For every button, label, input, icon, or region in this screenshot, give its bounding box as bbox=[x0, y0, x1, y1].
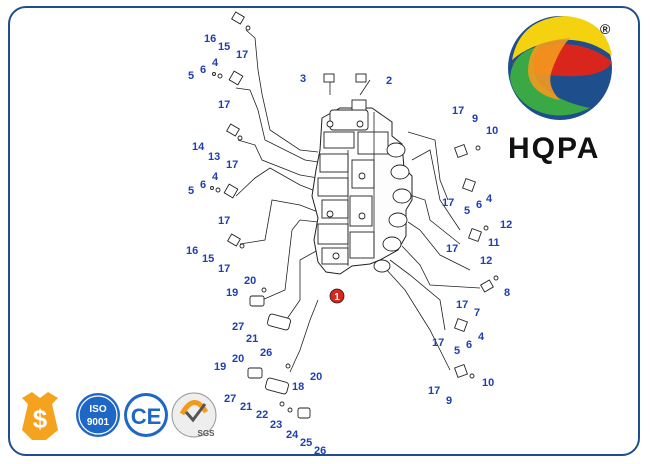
ce-badge: CE bbox=[124, 393, 168, 437]
leader-lines bbox=[235, 29, 481, 373]
callout-label: 9 bbox=[446, 395, 452, 407]
iso-bottom-text: 9001 bbox=[87, 417, 110, 428]
callout-label: 6 bbox=[200, 179, 206, 191]
callout-label: 22 bbox=[256, 409, 268, 421]
callout-label: 17 bbox=[452, 105, 464, 117]
page-border bbox=[8, 6, 640, 456]
callout-label: 4 bbox=[478, 331, 485, 343]
callout-label: 13 bbox=[208, 151, 220, 163]
ce-text: CE bbox=[131, 404, 162, 429]
brand-logo: ® HQPA bbox=[508, 16, 612, 165]
callout-label: 17 bbox=[226, 159, 238, 171]
callout-label: 20 bbox=[244, 275, 256, 287]
main-assembly-marker: 1 bbox=[329, 288, 345, 304]
callout-label: 16 bbox=[186, 245, 198, 257]
callout-label: 27 bbox=[232, 321, 244, 333]
callout-label: 9 bbox=[472, 113, 478, 125]
callout-label: 6 bbox=[476, 199, 482, 211]
callout-label: 19 bbox=[226, 287, 238, 299]
callout-label: 16 bbox=[204, 33, 216, 45]
callout-label: 10 bbox=[482, 377, 494, 389]
dollar-badge: $ bbox=[22, 392, 58, 440]
sgs-text: SGS bbox=[198, 429, 216, 438]
callout-label: 10 bbox=[486, 125, 498, 137]
callout-label: 17 bbox=[432, 337, 444, 349]
callout-label: 23 bbox=[270, 419, 282, 431]
callout-label: 24 bbox=[286, 429, 299, 441]
callout-label: 5 bbox=[464, 205, 470, 217]
callout-label: 12 bbox=[500, 219, 512, 231]
callout-label: 26 bbox=[314, 445, 326, 457]
callout-label: 19 bbox=[214, 361, 226, 373]
dollar-icon: $ bbox=[33, 404, 48, 434]
iso-badge: ISO 9001 bbox=[76, 393, 120, 437]
main-callout-label: 1 bbox=[334, 292, 340, 303]
callout-label: 4 bbox=[212, 171, 219, 183]
callout-label: 8 bbox=[504, 287, 510, 299]
callout-label: 5 bbox=[188, 185, 194, 197]
callout-label: 20 bbox=[310, 371, 322, 383]
callout-label: 12 bbox=[480, 255, 492, 267]
callout-label: 26 bbox=[260, 347, 272, 359]
registered-mark: ® bbox=[600, 21, 611, 37]
callout-label: 15 bbox=[218, 41, 230, 53]
part-callouts: 16 15 17 5 6 4 17 3 2 14 13 17 5 6 4 17 … bbox=[186, 33, 512, 457]
callout-label: 17 bbox=[446, 243, 458, 255]
callout-label: 7 bbox=[474, 307, 480, 319]
callout-label: 17 bbox=[218, 99, 230, 111]
brand-name: HQPA bbox=[508, 132, 600, 165]
iso-top-text: ISO bbox=[89, 404, 106, 415]
fittings bbox=[210, 11, 499, 419]
callout-label: 17 bbox=[442, 197, 454, 209]
callout-label: 3 bbox=[300, 73, 306, 85]
callout-label: 4 bbox=[486, 193, 493, 205]
callout-label: 2 bbox=[386, 75, 392, 87]
callout-label: 17 bbox=[428, 385, 440, 397]
callout-label: 25 bbox=[300, 437, 312, 449]
callout-label: 20 bbox=[232, 353, 244, 365]
callout-label: 17 bbox=[456, 299, 468, 311]
callout-label: 14 bbox=[192, 141, 205, 153]
callout-label: 15 bbox=[202, 253, 214, 265]
callout-label: 4 bbox=[212, 57, 219, 69]
callout-label: 21 bbox=[240, 401, 252, 413]
callout-label: 6 bbox=[200, 64, 206, 76]
certification-badges: $ ISO 9001 CE SGS bbox=[22, 392, 217, 440]
callout-label: 5 bbox=[188, 70, 194, 82]
callout-label: 17 bbox=[236, 49, 248, 61]
callout-label: 6 bbox=[466, 339, 472, 351]
callout-label: 17 bbox=[218, 215, 230, 227]
callout-label: 27 bbox=[224, 393, 236, 405]
callout-label: 18 bbox=[292, 381, 304, 393]
callout-label: 21 bbox=[246, 333, 258, 345]
callout-label: 5 bbox=[454, 345, 460, 357]
callout-label: 17 bbox=[218, 263, 230, 275]
sgs-badge: SGS bbox=[171, 392, 217, 438]
control-valve-body bbox=[311, 99, 413, 275]
callout-label: 11 bbox=[488, 237, 500, 249]
